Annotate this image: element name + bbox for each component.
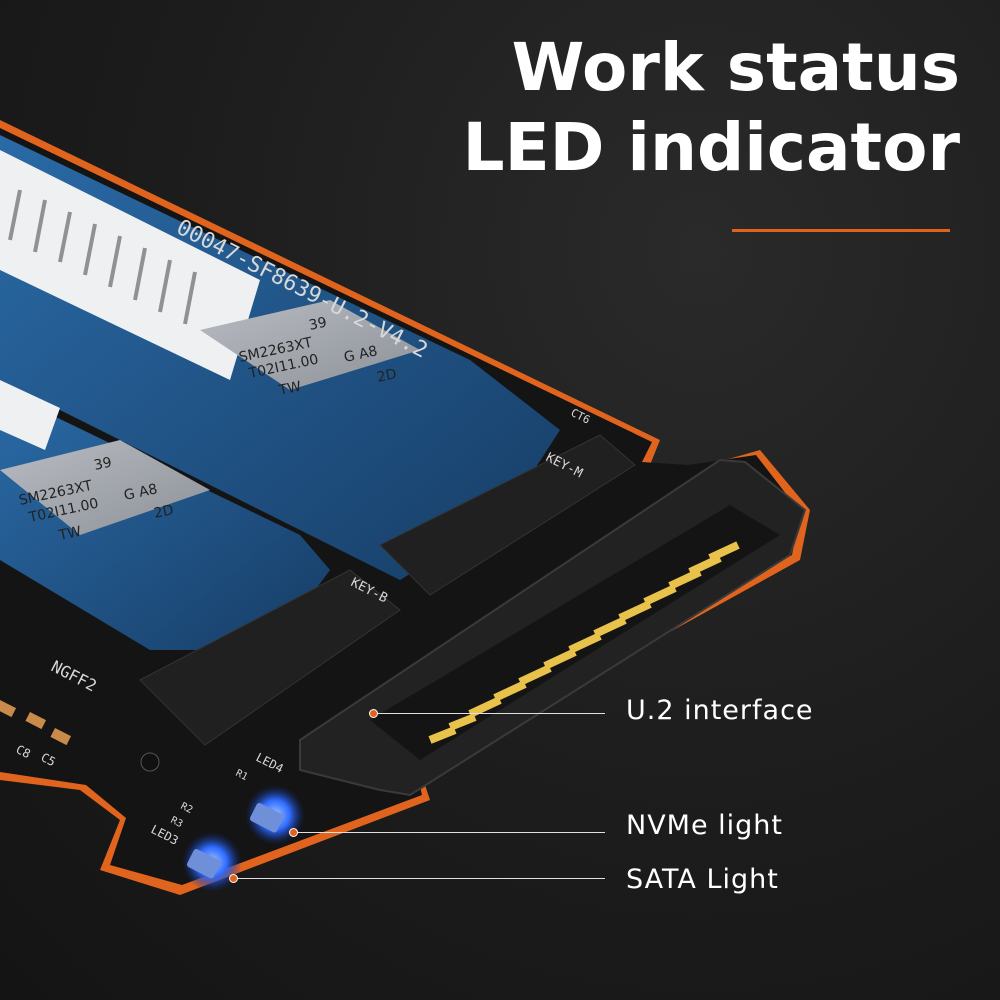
smd-components xyxy=(0,700,72,746)
mount-hole xyxy=(140,752,160,772)
svg-text:2D: 2D xyxy=(153,502,176,522)
leader-line-nvme xyxy=(295,832,605,833)
m2-slot-key-b xyxy=(139,569,401,746)
u2-gold-pins xyxy=(428,541,740,744)
svg-text:R3: R3 xyxy=(169,815,185,830)
u2-connector-inner xyxy=(370,505,780,760)
controller-chip-bottom xyxy=(0,440,210,535)
m2-slot-key-m xyxy=(379,434,636,596)
svg-text:2D: 2D xyxy=(376,366,399,386)
headline-line-1: Work status xyxy=(511,29,960,106)
sata-led xyxy=(182,832,242,892)
svg-text:39: 39 xyxy=(308,315,329,334)
callout-dot-nvme xyxy=(289,828,298,837)
barcode-label-top xyxy=(0,150,260,380)
svg-text:G A8: G A8 xyxy=(123,481,159,504)
barcode-label-bottom xyxy=(0,380,60,450)
svg-text:TW: TW xyxy=(277,379,303,400)
svg-text:R2: R2 xyxy=(179,801,195,816)
callout-u2-interface: U.2 interface xyxy=(626,695,814,726)
leader-line-sata xyxy=(235,878,605,879)
accent-underline xyxy=(732,229,950,232)
barcode-lines xyxy=(8,189,197,325)
svg-text:TW: TW xyxy=(57,524,83,545)
svg-text:G A8: G A8 xyxy=(343,343,379,366)
leader-line-u2 xyxy=(375,713,605,714)
controller-chip-top xyxy=(200,300,420,390)
svg-text:R1: R1 xyxy=(234,768,250,783)
callout-dot-sata xyxy=(229,874,238,883)
callout-nvme-light: NVMe light xyxy=(626,810,783,841)
headline: Work status LED indicator xyxy=(463,28,960,188)
svg-text:C8: C8 xyxy=(14,742,33,761)
chip-text: SM2263XT T02I11.00 TW 39 G A8 2D SM2263X… xyxy=(18,315,399,545)
svg-text:39: 39 xyxy=(93,455,114,474)
callout-sata-light: SATA Light xyxy=(626,864,779,895)
callout-dot-u2 xyxy=(369,709,378,718)
headline-line-2: LED indicator xyxy=(462,109,960,186)
svg-text:C5: C5 xyxy=(39,750,58,769)
